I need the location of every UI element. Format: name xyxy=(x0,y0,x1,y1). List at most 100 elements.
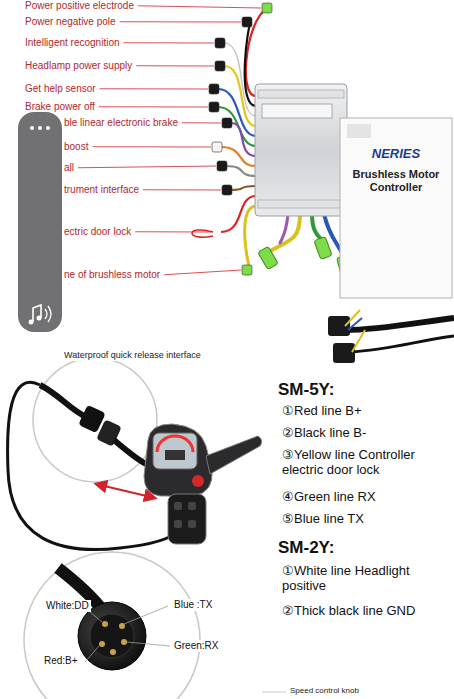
wire-label: boost xyxy=(64,141,88,153)
wire-connector xyxy=(242,17,252,27)
path-shape xyxy=(206,436,262,474)
rect-shape xyxy=(258,246,278,269)
wire-connector xyxy=(262,3,272,13)
pin-zoom xyxy=(24,552,200,699)
wire-connector xyxy=(242,265,252,275)
pin-description: ③Yellow line Controller electric door lo… xyxy=(282,448,450,478)
circle-shape xyxy=(99,641,105,647)
path-shape xyxy=(345,318,454,330)
wire-label: ne of brushless motor xyxy=(64,269,160,281)
throttle-display xyxy=(144,424,262,544)
wire-label: ectric door lock xyxy=(64,226,131,238)
leader-line xyxy=(99,106,208,107)
controller-text: NERIES xyxy=(342,140,450,162)
pin-description: ①White line Headlight positive xyxy=(282,564,450,594)
rect-shape xyxy=(153,433,197,469)
wire-label: Brake power off xyxy=(25,101,95,113)
circle-shape xyxy=(121,639,127,645)
wire xyxy=(224,43,256,116)
pin-description: ④Green line RX xyxy=(282,490,376,505)
leader-line xyxy=(136,65,214,66)
wire-label: Get help sensor xyxy=(25,83,96,95)
path-shape xyxy=(157,436,193,452)
controller-label: NERIESBrushless Motor Controller xyxy=(342,140,450,290)
motor-controller xyxy=(255,84,452,298)
circle-shape xyxy=(46,126,50,130)
wire-connector xyxy=(222,118,232,128)
wire xyxy=(226,166,256,176)
wire-label: Power negative pole xyxy=(25,16,116,28)
path-shape xyxy=(45,306,51,322)
wire-label: Headlamp power supply xyxy=(25,60,132,72)
wire xyxy=(218,89,256,136)
rect-shape xyxy=(174,520,182,528)
rect-shape xyxy=(347,124,371,138)
pin-label: Green:RX xyxy=(172,640,220,652)
wire-label: all xyxy=(64,162,74,174)
rect-shape xyxy=(262,104,332,118)
path-shape xyxy=(114,440,150,466)
wire-connector xyxy=(217,161,227,171)
leader-line xyxy=(100,88,208,89)
wire-connector xyxy=(209,102,219,112)
circle-shape xyxy=(30,126,34,130)
pin-description: ①Red line B+ xyxy=(282,404,362,419)
leader-line xyxy=(262,692,286,693)
circle-shape xyxy=(24,552,200,699)
wire-label: Intelligent recognition xyxy=(25,37,120,49)
circle-shape xyxy=(38,126,42,130)
wire-connector xyxy=(215,61,225,71)
rect-shape xyxy=(258,200,344,208)
circle-shape xyxy=(33,358,157,482)
rect-shape xyxy=(333,343,355,363)
connector-heading: SM-2Y: xyxy=(278,538,334,558)
controller-text: Brushless Motor Controller xyxy=(342,162,450,194)
rect-shape xyxy=(314,237,332,260)
pin-label: Red:B+ xyxy=(42,655,80,667)
rect-shape xyxy=(165,450,185,460)
connector-heading: SM-5Y: xyxy=(278,380,334,400)
path-shape xyxy=(85,606,170,662)
part-label: Speed control knob xyxy=(290,686,359,695)
wire-connector xyxy=(222,185,232,195)
wire-connector xyxy=(209,84,219,94)
wire-label: Power positive electrode xyxy=(25,0,134,12)
wire-edge xyxy=(224,43,256,116)
leader-line xyxy=(164,270,241,275)
path-shape xyxy=(272,214,300,250)
rect-shape xyxy=(328,316,350,336)
circle-shape xyxy=(110,649,116,655)
rect-shape xyxy=(255,84,347,216)
rect-shape xyxy=(174,502,182,510)
path-shape xyxy=(280,214,288,243)
rect-shape xyxy=(18,112,62,332)
wire xyxy=(245,22,256,106)
phase-wires xyxy=(272,214,344,258)
pin-description: ⑤Blue line TX xyxy=(282,512,364,527)
circle-shape xyxy=(90,614,134,658)
path-shape xyxy=(345,310,365,352)
path-shape xyxy=(350,336,454,352)
pin-circle: White:DDBlue :TXRed:B+Green:RX xyxy=(24,552,200,699)
circle-shape xyxy=(37,316,42,321)
pin-label: Blue :TX xyxy=(172,599,214,611)
leader-line xyxy=(120,21,241,22)
overlay-widget xyxy=(18,112,62,332)
leader-line xyxy=(78,166,216,168)
rect-shape xyxy=(188,502,196,510)
phase-terminals xyxy=(258,237,354,278)
wire xyxy=(245,206,256,270)
circle-shape xyxy=(29,320,34,325)
leader-line xyxy=(135,231,211,232)
rect-shape xyxy=(188,520,196,528)
red-arrow xyxy=(96,484,155,498)
wire-connector xyxy=(212,142,222,152)
rect-shape xyxy=(340,118,452,298)
rect-shape xyxy=(168,494,206,544)
callout-label: Waterproof quick release interface xyxy=(62,350,203,361)
wire-connector xyxy=(215,38,225,48)
output-cable xyxy=(328,310,454,363)
leader-line xyxy=(182,122,221,123)
connector-zoom xyxy=(33,358,157,482)
